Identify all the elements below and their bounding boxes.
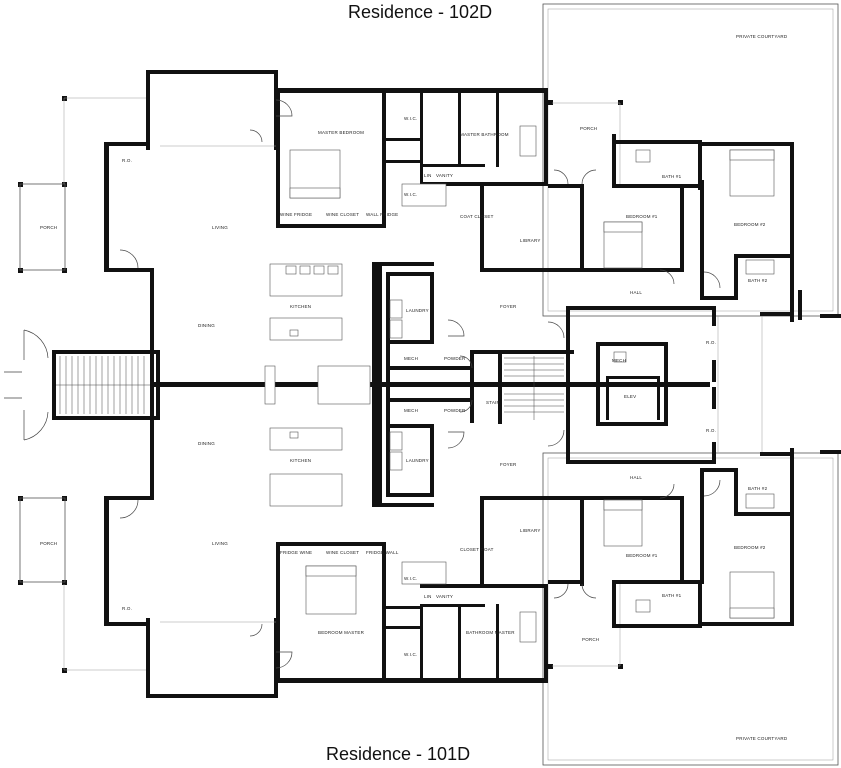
label-library: LIBRARY bbox=[520, 238, 541, 243]
label-hall: HALL bbox=[630, 290, 642, 295]
label-wine-closet: WINE CLOSET bbox=[326, 212, 359, 217]
label-wic: W.I.C. bbox=[404, 576, 417, 581]
label-ro: R.O. bbox=[122, 158, 132, 163]
label-mech: MECH bbox=[404, 408, 418, 413]
label-vanity: VANITY bbox=[436, 594, 453, 599]
label-bedroom-master: BEDROOM MASTER bbox=[318, 630, 365, 635]
label-wine-closet: WINE CLOSET bbox=[326, 550, 359, 555]
label-kitchen: KITCHEN bbox=[290, 458, 311, 463]
label-dining: DINING bbox=[198, 323, 215, 328]
label-private-courtyard: PRIVATE COURTYARD bbox=[736, 34, 788, 39]
label-bath-1: BATH #1 bbox=[662, 174, 682, 179]
labels-101d: R.O. MECH POWDER DINING KITCHEN LAUNDRY … bbox=[40, 408, 788, 741]
unit-101d-walls bbox=[18, 387, 841, 698]
label-living: LIVING bbox=[212, 541, 228, 546]
label-fridge-wall: FRIDGE WALL bbox=[366, 550, 399, 555]
unit-102d-walls bbox=[18, 70, 841, 382]
label-ro-side: R.O. bbox=[706, 428, 716, 433]
label-porch: PORCH bbox=[580, 126, 597, 131]
label-bedroom-1: BEDROOM #1 bbox=[626, 553, 658, 558]
label-wall-fridge: WALL FRIDGE bbox=[366, 212, 398, 217]
label-coat-closet: COAT CLOSET bbox=[460, 214, 494, 219]
label-closet-coat: CLOSET COAT bbox=[460, 547, 494, 552]
label-fridge-wine: FRIDGE WINE bbox=[280, 550, 312, 555]
label-laundry: LAUNDRY bbox=[406, 458, 429, 463]
label-porch: PORCH bbox=[40, 225, 57, 230]
label-master-bedroom: MASTER BEDROOM bbox=[318, 130, 364, 135]
left-stair-core bbox=[4, 329, 160, 441]
label-hall: HALL bbox=[630, 475, 642, 480]
label-private-courtyard: PRIVATE COURTYARD bbox=[736, 736, 788, 741]
label-wic: W.I.C. bbox=[404, 116, 417, 121]
label-living: LIVING bbox=[212, 225, 228, 230]
label-foyer: FOYER bbox=[500, 462, 517, 467]
label-mech: MECH bbox=[404, 356, 418, 361]
center-core bbox=[498, 342, 668, 426]
label-stair: STAIR bbox=[486, 400, 500, 405]
label-powder: POWDER bbox=[444, 408, 466, 413]
label-porch: PORCH bbox=[582, 637, 599, 642]
label-master-bathroom: MASTER BATHROOM bbox=[460, 132, 509, 137]
label-wic: W.I.C. bbox=[404, 192, 417, 197]
label-bedroom-2: BEDROOM #2 bbox=[734, 222, 766, 227]
title-residence-102d: Residence - 102D bbox=[348, 2, 492, 22]
label-wic: W.I.C. bbox=[404, 652, 417, 657]
labels-102d: PRIVATE COURTYARD MASTER BEDROOM W.I.C. … bbox=[40, 34, 788, 361]
labels-center: STAIR ELEV MECH bbox=[486, 358, 636, 405]
party-wall bbox=[150, 382, 710, 387]
label-bedroom-1: BEDROOM #1 bbox=[626, 214, 658, 219]
label-mech-small: MECH bbox=[612, 358, 626, 363]
title-residence-101d: Residence - 101D bbox=[326, 744, 470, 764]
label-lin: LIN bbox=[424, 594, 432, 599]
label-library: LIBRARY bbox=[520, 528, 541, 533]
label-foyer: FOYER bbox=[500, 304, 517, 309]
label-bathroom-master: BATHROOM MASTER bbox=[466, 630, 515, 635]
label-wine-fridge: WINE FRIDGE bbox=[280, 212, 312, 217]
label-elev: ELEV bbox=[624, 394, 636, 399]
label-bath-2: BATH #2 bbox=[748, 278, 768, 283]
label-bath-1: BATH #1 bbox=[662, 593, 682, 598]
label-porch: PORCH bbox=[40, 541, 57, 546]
label-bath-2: BATH #2 bbox=[748, 486, 768, 491]
label-kitchen: KITCHEN bbox=[290, 304, 311, 309]
label-ro: R.O. bbox=[122, 606, 132, 611]
label-powder: POWDER bbox=[444, 356, 466, 361]
label-ro-side: R.O. bbox=[706, 340, 716, 345]
label-dining: DINING bbox=[198, 441, 215, 446]
label-laundry: LAUNDRY bbox=[406, 308, 429, 313]
label-vanity: VANITY bbox=[436, 173, 453, 178]
label-lin: LIN bbox=[424, 173, 432, 178]
label-bedroom-2: BEDROOM #2 bbox=[734, 545, 766, 550]
